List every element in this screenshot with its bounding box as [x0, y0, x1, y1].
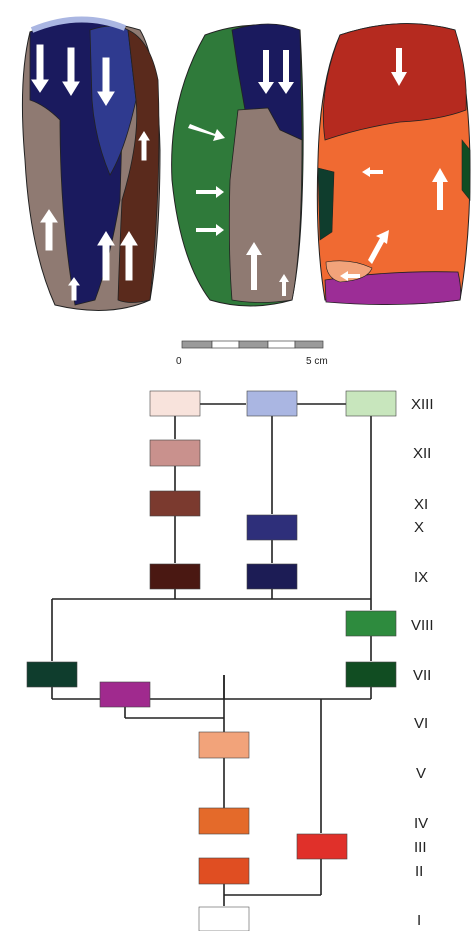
phase-label-v: V	[416, 765, 426, 782]
phase-box-iv	[198, 807, 250, 835]
stone-right-green-left	[317, 167, 335, 241]
phase-label-iii: III	[414, 839, 427, 856]
stone-right-purple	[324, 271, 462, 305]
phase-label-viii: VIII	[411, 617, 434, 634]
scale-segment	[211, 340, 240, 349]
phase-label-xi: XI	[414, 496, 428, 513]
stone-left-rim	[30, 16, 127, 33]
stone-drawing-right	[316, 23, 471, 305]
phase-box-ix-b	[246, 563, 298, 590]
scale-segment	[238, 340, 269, 349]
phase-box-vii-b	[345, 661, 397, 688]
stone-right-green-right	[461, 139, 471, 201]
phase-label-vii: VII	[413, 667, 431, 684]
stone-drawing-left	[21, 16, 161, 311]
phase-box-i	[198, 906, 250, 931]
phase-label-xiii: XIII	[411, 396, 434, 413]
phase-box-x	[246, 514, 298, 541]
phase-label-ii: II	[415, 863, 423, 880]
phase-box-vii-a	[26, 661, 78, 688]
phase-label-x: X	[414, 519, 424, 536]
arrow-icon	[31, 44, 150, 301]
stone-right-peach	[325, 260, 373, 283]
phase-label-vi: VI	[414, 715, 428, 732]
phase-box-ii	[198, 857, 250, 885]
phase-box-ix-a	[149, 563, 201, 590]
phase-box-iii	[296, 833, 348, 860]
phase-labels: XIII XII XI X IX VIII VII VI V IV III II…	[411, 396, 434, 929]
stone-middle-grey	[228, 107, 303, 303]
phase-box-vi	[99, 681, 151, 708]
scale-bar: 0 5 cm	[176, 340, 328, 367]
arrow-icon	[340, 48, 448, 281]
phase-label-iv: IV	[414, 815, 428, 832]
phase-box-xii	[149, 439, 201, 467]
arrow-icon	[188, 50, 294, 296]
stone-right-red	[322, 23, 467, 141]
scale-segment	[181, 340, 213, 349]
phase-box-xiii-c	[345, 390, 397, 417]
scale-segment	[267, 340, 296, 349]
phase-label-ix: IX	[414, 569, 428, 586]
phase-box-xi	[149, 490, 201, 517]
scale-segment	[294, 340, 324, 349]
scale-start-label: 0	[176, 356, 182, 367]
phase-box-xiii-b	[246, 390, 298, 417]
phase-label-i: I	[417, 912, 421, 929]
stone-drawing-middle	[171, 23, 304, 307]
phase-box-viii	[345, 610, 397, 637]
phase-box-v	[198, 731, 250, 759]
scale-end-label: 5 cm	[306, 356, 328, 367]
phase-boxes	[26, 390, 397, 931]
phase-box-xiii-a	[149, 390, 201, 417]
phase-label-xii: XII	[413, 445, 431, 462]
